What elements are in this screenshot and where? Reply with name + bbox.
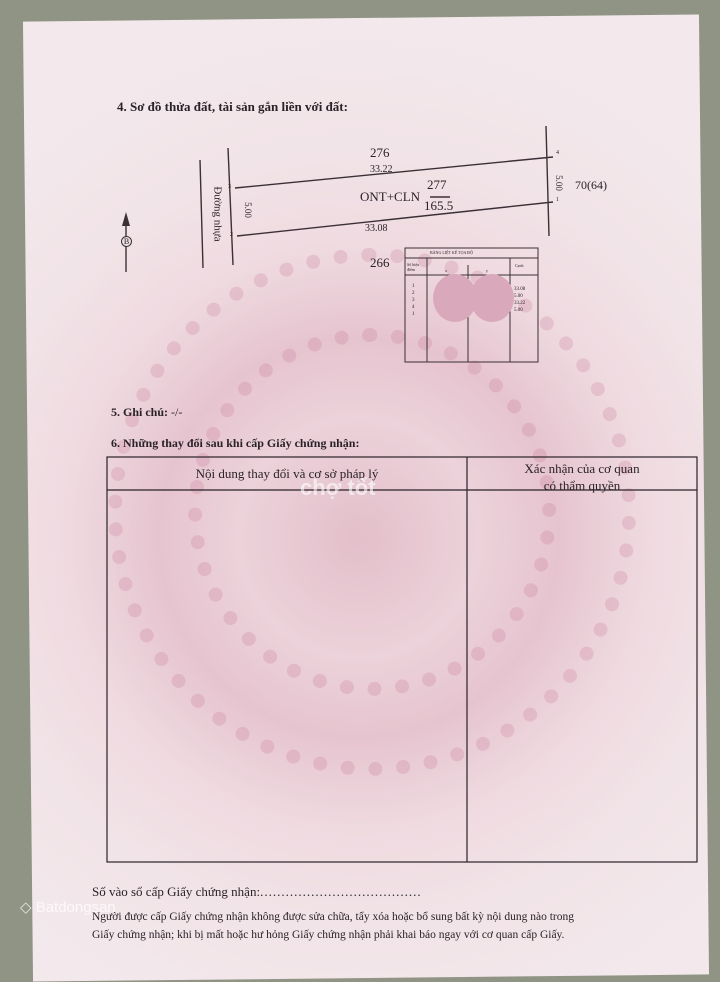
point-2: 2 xyxy=(230,232,233,238)
table-cell: 1 xyxy=(412,312,415,317)
land-use: ONT+CLN xyxy=(360,189,421,204)
header-line: Xác nhận của cơ quan xyxy=(524,461,640,476)
edge-right-length: 5.00 xyxy=(553,175,564,191)
batdongsan-logo-icon: ◇ xyxy=(20,899,36,916)
register-label: Số vào sổ cấp Giấy chứng nhận: xyxy=(92,884,261,899)
neighbor-right: 70(64) xyxy=(575,178,607,192)
section6-title: 6. Những thay đổi sau khi cấp Giấy chứng… xyxy=(111,436,360,450)
section5: 5. Ghi chú: -/- xyxy=(111,405,182,420)
road-edge-left xyxy=(199,159,204,269)
coord-table-title: BẢNG LIỆT KÊ TỌA ĐỘ xyxy=(430,250,473,255)
footer-line-2: Giấy chứng nhận; khi bị mất hoặc hư hỏng… xyxy=(92,929,565,941)
coord-table-lengths: 33.08 5.00 33.22 5.00 xyxy=(514,286,525,314)
table-cell: 5.00 xyxy=(514,294,523,299)
table-cell: 3 xyxy=(412,298,415,303)
point-1: 1 xyxy=(556,197,559,203)
neighbor-top: 276 xyxy=(370,145,390,160)
road-edge-right xyxy=(227,147,234,266)
parcel-number: 277 xyxy=(427,177,447,192)
changes-table-frame xyxy=(106,456,698,863)
register-dots: ...................................... xyxy=(260,884,422,899)
coord-table-frame xyxy=(404,247,539,363)
table-cell: 33.22 xyxy=(514,301,526,306)
section5-title: 5. Ghi chú: xyxy=(111,405,169,419)
neighbor-bottom: 266 xyxy=(370,255,390,270)
coord-table-points: 1 2 3 4 1 xyxy=(412,283,415,318)
redaction-blob xyxy=(470,274,514,322)
table-cell: 5.00 xyxy=(514,308,523,313)
table-cell: 2 xyxy=(412,291,415,296)
point-4: 4 xyxy=(556,150,559,156)
parcel-area: 165.5 xyxy=(424,198,454,213)
coord-table-header: x xyxy=(445,268,447,273)
footer-line-1: Người được cấp Giấy chứng nhận không đượ… xyxy=(92,911,574,923)
redaction-blob xyxy=(433,274,477,322)
table-cell: 4 xyxy=(412,305,415,310)
parcel-edge-bottom xyxy=(236,201,554,237)
coord-table-header: Cạnh xyxy=(515,263,524,268)
north-arrow-head xyxy=(122,212,130,226)
section4-title: 4. Sơ đồ thửa đất, tài sản gắn liền với … xyxy=(117,99,348,114)
parcel-edge-top xyxy=(234,156,554,189)
header-line: có thẩm quyền xyxy=(543,478,621,493)
table-cell: 1 xyxy=(412,284,415,289)
batdongsan-text: Batdongsan xyxy=(35,899,116,916)
north-label: B xyxy=(121,236,132,247)
batdongsan-watermark: ◇ Batdongsan xyxy=(20,898,116,916)
section5-value: -/- xyxy=(171,405,183,419)
table-cell: 33.08 xyxy=(514,287,526,292)
edge-top-length: 33.22 xyxy=(370,164,393,175)
parcel-edge-right xyxy=(545,125,550,237)
coord-table-header: Số hiệu điểm xyxy=(407,262,420,272)
changes-col-confirm-header: Xác nhận của cơ quan có thẩm quyền xyxy=(467,460,697,494)
changes-col-content-header: Nội dung thay đổi và cơ sở pháp lý xyxy=(195,466,379,481)
land-diagram xyxy=(106,125,698,863)
chotot-watermark: chợ tốt xyxy=(300,475,376,500)
edge-bottom-length: 33.08 xyxy=(365,223,388,234)
coord-table-header: y xyxy=(486,268,488,273)
road-label: Đường nhựa xyxy=(211,186,224,242)
register-number-line: Số vào sổ cấp Giấy chứng nhận:..........… xyxy=(92,884,422,900)
edge-left-length: 5.00 xyxy=(242,202,253,218)
point-3: 3 xyxy=(228,184,231,190)
